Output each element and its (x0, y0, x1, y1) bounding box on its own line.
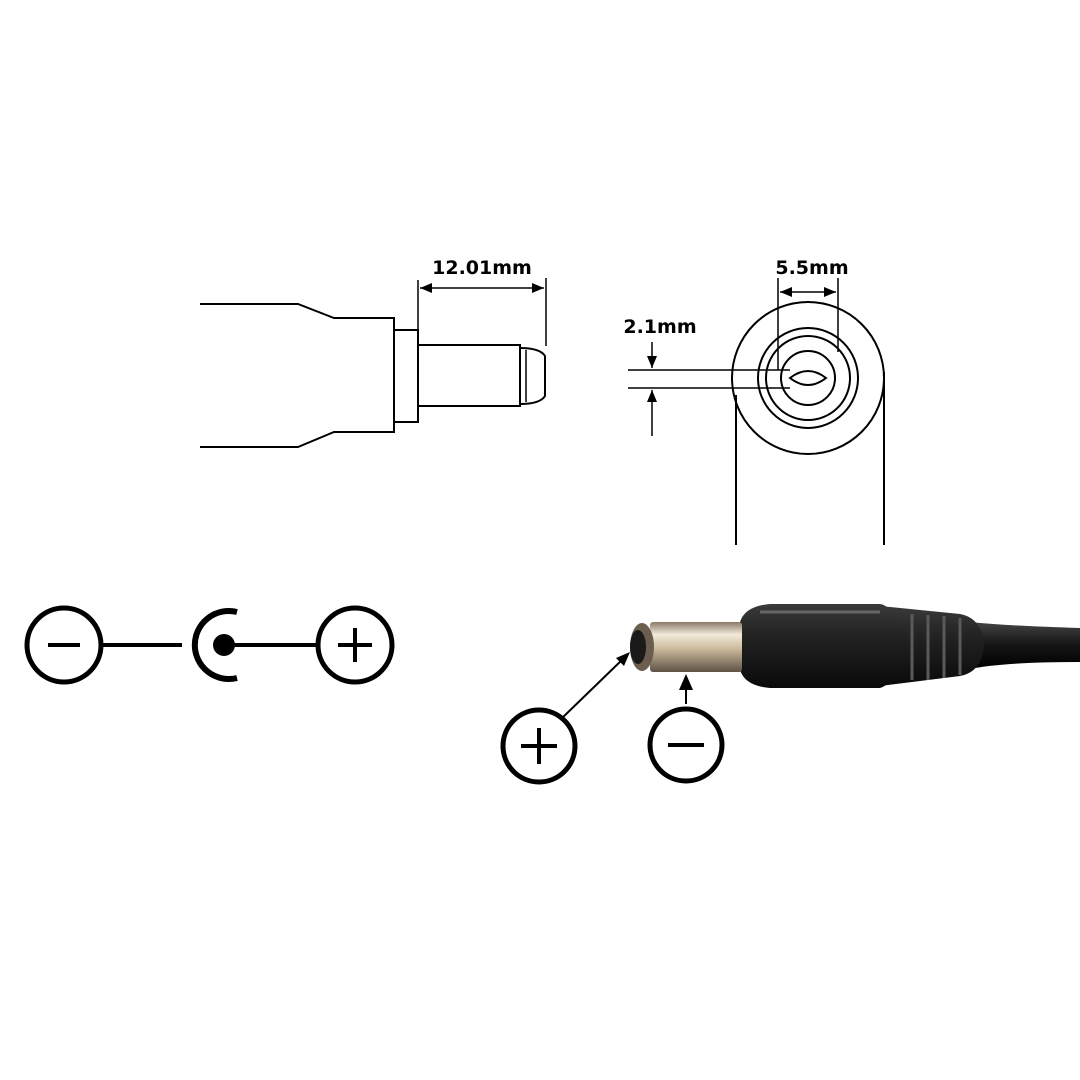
photo-cable (970, 622, 1080, 668)
photo-plus-icon (500, 707, 578, 785)
photo-metal-barrel (650, 622, 742, 672)
end-view-center-pin (788, 370, 828, 386)
plus-icon (315, 605, 395, 685)
length-label: 12.01mm (432, 257, 532, 279)
plug-photo (630, 604, 1080, 688)
side-view-drawing (200, 278, 547, 448)
tip-arrow-head (616, 652, 630, 666)
inner-diameter-label: 2.1mm (623, 316, 696, 338)
outer-diameter-label: 5.5mm (775, 257, 848, 279)
tip-callout-arrow (559, 657, 625, 721)
end-view-barrel-inner-ring (765, 335, 851, 421)
plug-collar (393, 329, 419, 423)
minus-icon (24, 605, 104, 685)
outer-dim-arrow-left (780, 287, 792, 297)
inner-dim-arrow-top (647, 356, 657, 368)
end-view-bore (780, 350, 836, 406)
photo-minus-icon (647, 706, 725, 784)
polarity-symbol (24, 605, 395, 685)
dimension-arrow-left (420, 283, 432, 293)
plug-tip (519, 347, 546, 405)
end-view-drawing (628, 278, 885, 545)
outer-dim-arrow-right (824, 287, 836, 297)
center-pin-icon (191, 608, 238, 682)
plug-barrel (418, 344, 521, 407)
plug-body-outline (200, 303, 395, 448)
dimension-arrow-right (532, 283, 544, 293)
photo-plug-body (740, 604, 900, 688)
end-view-barrel-ring (757, 327, 859, 429)
barrel-arrow-head (679, 674, 693, 690)
photo-strain-relief (880, 606, 984, 686)
end-view-outer-circle (731, 301, 885, 455)
inner-dim-arrow-bottom (647, 390, 657, 402)
